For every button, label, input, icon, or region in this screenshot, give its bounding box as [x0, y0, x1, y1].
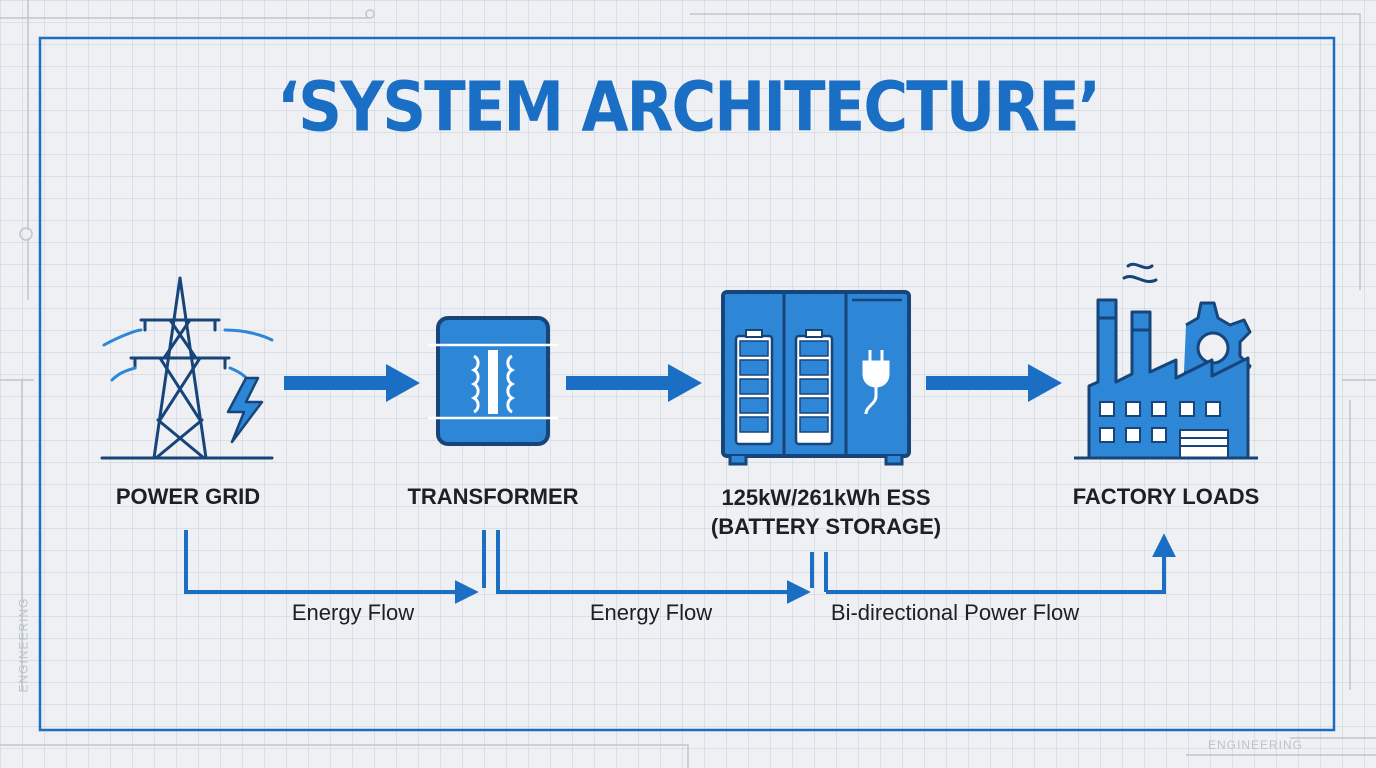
- lightning-bolt-icon: [226, 376, 264, 444]
- flow-label-energy-flow-1: Energy Flow: [291, 600, 415, 625]
- transformer-icon: [428, 316, 558, 446]
- watermark-engineering-side: ENGINEERING: [16, 597, 31, 693]
- arrow-transformer-to-ess: [566, 364, 702, 402]
- connector-energy-flow-1: [184, 530, 479, 604]
- flow-label-energy-flow-2: Energy Flow: [589, 600, 713, 625]
- node-label-ess: 125kW/261kWh ESS: [721, 485, 931, 510]
- arrow-grid-to-transformer: [284, 364, 420, 402]
- factory-icon: [1074, 262, 1258, 460]
- flow-label-bidirectional: Bi-directional Power Flow: [830, 600, 1080, 625]
- flow-connectors: [184, 530, 1176, 604]
- main-flow-arrows: [284, 364, 1062, 402]
- battery-cabinet-icon: [721, 290, 911, 466]
- page-title: ‘SYSTEM ARCHITECTURE’: [276, 67, 1101, 148]
- node-label-ess-subtitle: (BATTERY STORAGE): [710, 514, 942, 539]
- watermark-engineering-bottom: ENGINEERING: [1208, 738, 1304, 752]
- arrow-ess-to-factory: [926, 364, 1062, 402]
- connector-energy-flow-2: [496, 530, 811, 604]
- node-label-factory-loads: FACTORY LOADS: [1072, 484, 1260, 509]
- plug-icon: [862, 350, 890, 415]
- node-label-transformer: TRANSFORMER: [407, 484, 579, 509]
- connector-bidirectional-flow: [826, 533, 1176, 594]
- power-tower-icon: [100, 276, 274, 460]
- node-label-power-grid: POWER GRID: [115, 484, 261, 509]
